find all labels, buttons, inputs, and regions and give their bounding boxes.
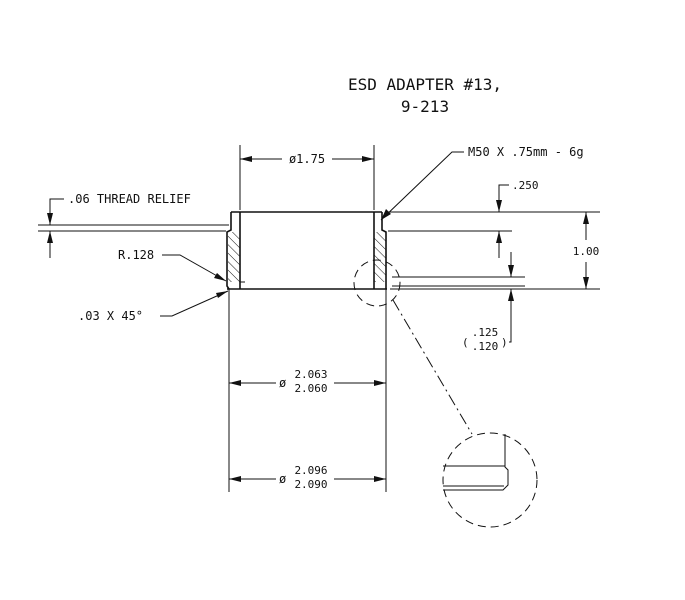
thread-callout: M50 X .75mm - 6g — [380, 145, 584, 221]
dimension-top-diameter: ø1.75 — [240, 152, 374, 166]
part-section — [226, 145, 387, 492]
dimension-inner-diameter: ø 2.063 2.060 — [229, 368, 386, 395]
svg-text:.120: .120 — [472, 340, 499, 353]
svg-text:.250: .250 — [512, 179, 539, 192]
dimension-thread-relief: .06 THREAD RELIEF — [38, 192, 229, 258]
svg-text:2.096: 2.096 — [294, 464, 327, 477]
drawing-number: 9-213 — [401, 97, 449, 116]
svg-text:R.128: R.128 — [118, 248, 154, 262]
svg-text:.03 X 45°: .03 X 45° — [78, 309, 143, 323]
dimension-flange-thickness: ( ) .125 .120 — [462, 252, 514, 353]
svg-text:ø1.75: ø1.75 — [289, 152, 325, 166]
svg-text:2.090: 2.090 — [294, 478, 327, 491]
svg-text:ø: ø — [279, 472, 286, 486]
radius-callout: R.128 — [118, 248, 227, 282]
paren-open: ( — [462, 336, 469, 349]
dimension-outer-diameter: ø 2.096 2.090 — [229, 464, 386, 491]
dimension-height: 1.00 — [573, 212, 600, 289]
svg-text:2.060: 2.060 — [294, 382, 327, 395]
svg-text:1.00: 1.00 — [573, 245, 600, 258]
detail-view — [353, 259, 538, 528]
svg-text:2.063: 2.063 — [294, 368, 327, 381]
svg-text:.06 THREAD RELIEF: .06 THREAD RELIEF — [68, 192, 191, 206]
drawing-title: ESD ADAPTER #13, — [348, 75, 502, 94]
svg-text:.125: .125 — [472, 326, 499, 339]
svg-text:M50 X .75mm - 6g: M50 X .75mm - 6g — [468, 145, 584, 159]
chamfer-callout: .03 X 45° — [78, 290, 229, 323]
paren-close: ) — [501, 336, 508, 349]
dimension-depth: .250 — [496, 179, 539, 258]
svg-text:ø: ø — [279, 376, 286, 390]
